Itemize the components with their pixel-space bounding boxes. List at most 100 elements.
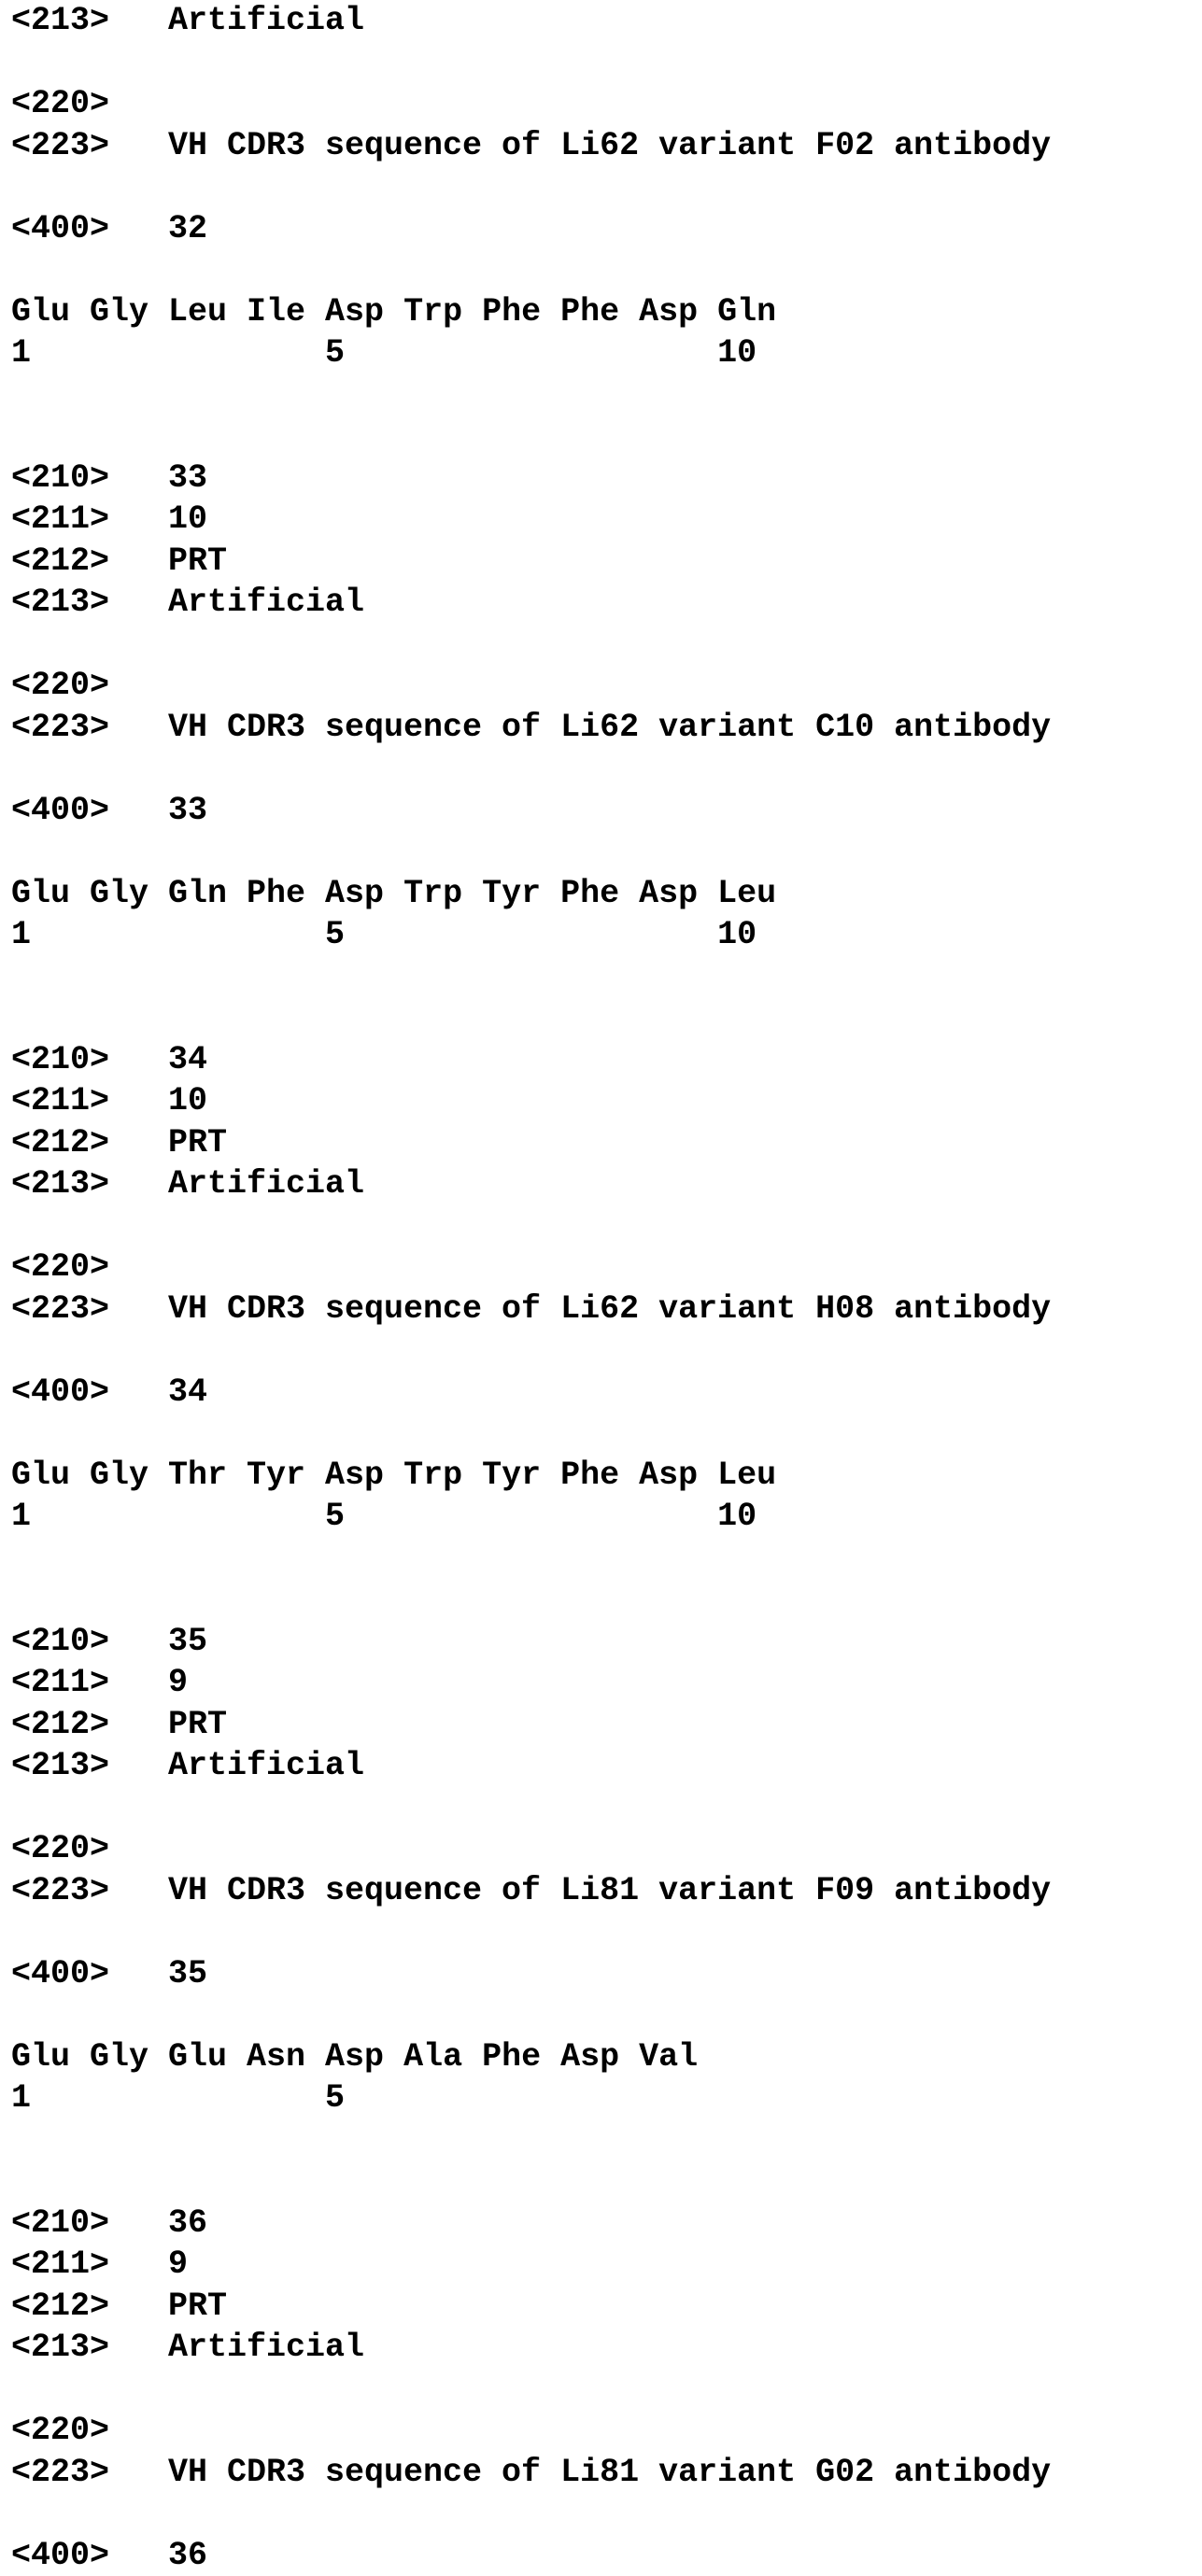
field-line: <223>VH CDR3 sequence of Li62 variant H0… (11, 1288, 1051, 1330)
field-value: PRT (168, 1706, 227, 1743)
field-line: <212>PRT (11, 541, 1051, 583)
blank-line (11, 1205, 1051, 1247)
field-value: Artificial (168, 1165, 364, 1203)
sequence-listing-document: <213>Artificial<220><223>VH CDR3 sequenc… (11, 0, 1051, 2576)
field-line: <400>36 (11, 2535, 1051, 2576)
field-line: <212>PRT (11, 2286, 1051, 2328)
field-tag: <220> (11, 665, 168, 707)
field-tag: <212> (11, 1704, 168, 1746)
field-line: <213>Artificial (11, 582, 1051, 624)
field-tag: <213> (11, 2327, 168, 2369)
field-line: <211>10 (11, 1080, 1051, 1122)
field-value: Artificial (168, 1747, 364, 1784)
field-line: <211>9 (11, 2244, 1051, 2286)
field-tag: <223> (11, 1870, 168, 1912)
field-tag: <223> (11, 1288, 168, 1330)
blank-line (11, 1787, 1051, 1829)
blank-line (11, 1911, 1051, 1953)
field-tag: <210> (11, 1621, 168, 1663)
sequence-text: 1 5 10 (11, 334, 757, 372)
field-line: <400>35 (11, 1953, 1051, 1995)
blank-line (11, 2369, 1051, 2411)
field-value: Artificial (168, 584, 364, 621)
field-line: <400>32 (11, 208, 1051, 250)
field-tag: <220> (11, 1246, 168, 1288)
field-line: <220> (11, 83, 1051, 125)
field-tag: <400> (11, 208, 168, 250)
field-tag: <211> (11, 1662, 168, 1704)
blank-line (11, 1330, 1051, 1372)
field-line: <213>Artificial (11, 0, 1051, 42)
field-value: PRT (168, 542, 227, 580)
blank-line (11, 374, 1051, 416)
blank-line (11, 956, 1051, 998)
blank-line (11, 1413, 1051, 1455)
field-tag: <211> (11, 2244, 168, 2286)
sequence-text: Glu Gly Thr Tyr Asp Trp Tyr Phe Asp Leu (11, 1457, 776, 1494)
field-value: 33 (168, 459, 207, 497)
field-line: <212>PRT (11, 1122, 1051, 1164)
field-line: <400>33 (11, 790, 1051, 832)
field-line: <223>VH CDR3 sequence of Li81 variant F0… (11, 1870, 1051, 1912)
sequence-line: Glu Gly Thr Tyr Asp Trp Tyr Phe Asp Leu (11, 1455, 1051, 1497)
field-tag: <220> (11, 2410, 168, 2452)
field-line: <213>Artificial (11, 1745, 1051, 1787)
blank-line (11, 415, 1051, 457)
field-tag: <400> (11, 1372, 168, 1414)
field-line: <220> (11, 1246, 1051, 1288)
field-tag: <213> (11, 582, 168, 624)
field-value: VH CDR3 sequence of Li62 variant C10 ant… (168, 709, 1051, 746)
blank-line (11, 2493, 1051, 2535)
field-tag: <212> (11, 541, 168, 583)
field-tag: <400> (11, 790, 168, 832)
field-line: <212>PRT (11, 1704, 1051, 1746)
field-tag: <211> (11, 1080, 168, 1122)
blank-line (11, 624, 1051, 666)
field-line: <213>Artificial (11, 2327, 1051, 2369)
sequence-text: Glu Gly Leu Ile Asp Trp Phe Phe Asp Gln (11, 293, 776, 331)
field-line: <211>9 (11, 1662, 1051, 1704)
blank-line (11, 997, 1051, 1039)
field-value: 35 (168, 1623, 207, 1660)
field-line: <223>VH CDR3 sequence of Li81 variant G0… (11, 2452, 1051, 2494)
field-tag: <213> (11, 0, 168, 42)
sequence-line: Glu Gly Leu Ile Asp Trp Phe Phe Asp Gln (11, 291, 1051, 333)
blank-line (11, 748, 1051, 790)
blank-line (11, 1994, 1051, 2036)
sequence-text: 1 5 10 (11, 1498, 757, 1535)
field-value: VH CDR3 sequence of Li62 variant F02 ant… (168, 127, 1051, 164)
field-tag: <212> (11, 2286, 168, 2328)
sequence-line: 1 5 10 (11, 1496, 1051, 1538)
field-value: VH CDR3 sequence of Li81 variant F09 ant… (168, 1872, 1051, 1909)
blank-line (11, 42, 1051, 84)
field-value: PRT (168, 2287, 227, 2325)
sequence-line: Glu Gly Glu Asn Asp Ala Phe Asp Val (11, 2036, 1051, 2078)
blank-line (11, 2119, 1051, 2161)
field-value: 9 (168, 1664, 188, 1701)
field-value: 9 (168, 2245, 188, 2283)
field-tag: <220> (11, 1828, 168, 1870)
field-line: <400>34 (11, 1372, 1051, 1414)
sequence-line: 1 5 (11, 2077, 1051, 2119)
sequence-text: 1 5 10 (11, 916, 757, 953)
blank-line (11, 166, 1051, 208)
field-line: <210>34 (11, 1039, 1051, 1081)
field-line: <220> (11, 665, 1051, 707)
field-line: <210>33 (11, 457, 1051, 500)
field-tag: <213> (11, 1163, 168, 1205)
field-line: <220> (11, 2410, 1051, 2452)
sequence-text: Glu Gly Gln Phe Asp Trp Tyr Phe Asp Leu (11, 875, 776, 912)
field-value: VH CDR3 sequence of Li81 variant G02 ant… (168, 2454, 1051, 2491)
field-value: 36 (168, 2537, 207, 2574)
field-line: <213>Artificial (11, 1163, 1051, 1205)
field-value: 34 (168, 1041, 207, 1078)
field-value: 36 (168, 2204, 207, 2242)
field-value: 10 (168, 500, 207, 538)
field-value: 10 (168, 1082, 207, 1119)
field-tag: <400> (11, 1953, 168, 1995)
field-line: <211>10 (11, 499, 1051, 541)
field-tag: <400> (11, 2535, 168, 2576)
blank-line (11, 1579, 1051, 1621)
field-tag: <220> (11, 83, 168, 125)
field-value: 34 (168, 1373, 207, 1411)
